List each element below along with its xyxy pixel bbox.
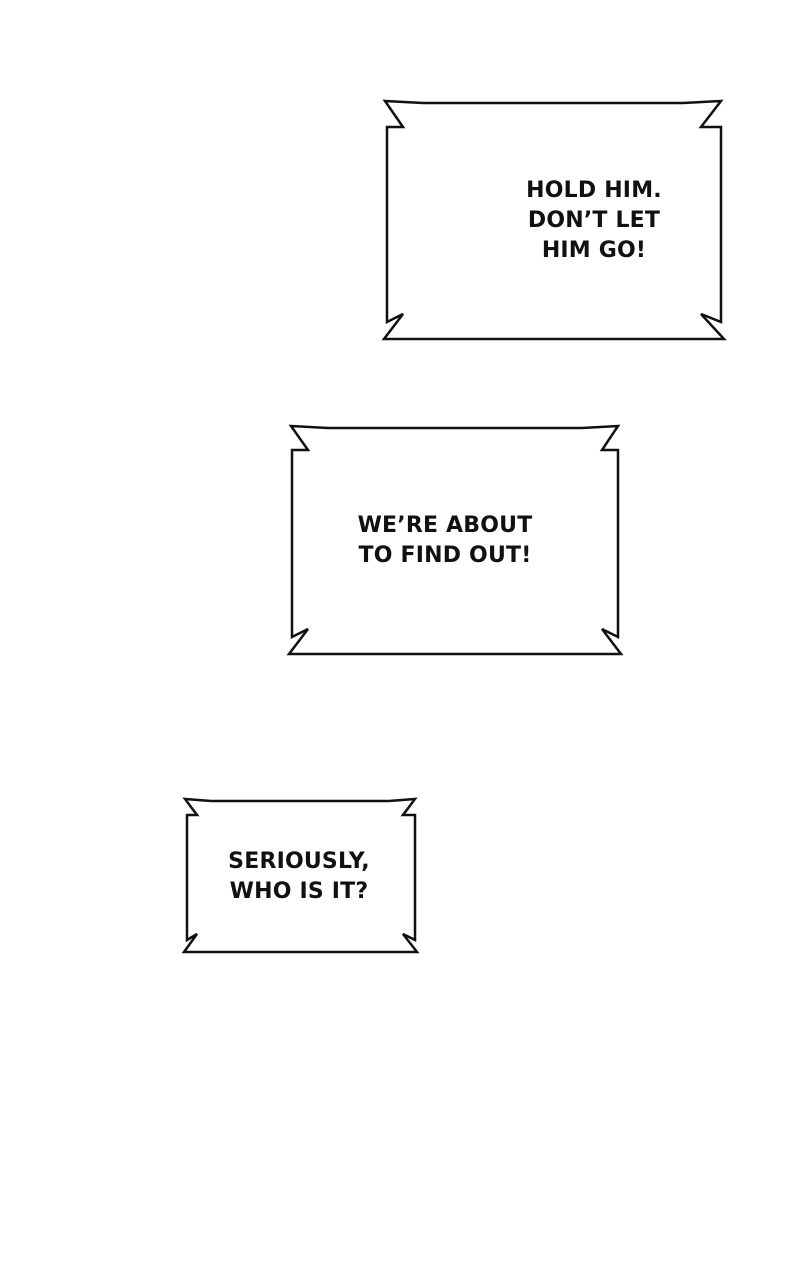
spiky-bubble-outline — [181, 797, 420, 954]
speech-bubble-1: HOLD HIM. DON’T LET HIM GO! — [381, 99, 727, 342]
bubble-1-text: HOLD HIM. DON’T LET HIM GO! — [423, 100, 765, 342]
bubble-3-text: SERIOUSLY, WHO IS IT? — [181, 798, 417, 956]
bubble-2-line-1: WE’RE ABOUT — [357, 513, 533, 538]
bubble-2-text: WE’RE ABOUT TO FIND OUT! — [278, 425, 612, 657]
bubble-1-line-3: HIM GO! — [541, 238, 647, 263]
spiky-bubble-outline — [286, 424, 624, 656]
bubble-3-line-1: SERIOUSLY, — [228, 849, 370, 874]
speech-bubble-2: WE’RE ABOUT TO FIND OUT! — [286, 424, 624, 657]
speech-bubble-3: SERIOUSLY, WHO IS IT? — [181, 797, 420, 956]
bubble-1-line-2: DON’T LET — [527, 208, 661, 233]
spiky-bubble-outline — [381, 99, 727, 341]
bubble-1-line-1: HOLD HIM. — [526, 178, 662, 203]
bubble-2-line-2: TO FIND OUT! — [358, 543, 532, 568]
bubble-3-line-2: WHO IS IT? — [229, 879, 369, 904]
